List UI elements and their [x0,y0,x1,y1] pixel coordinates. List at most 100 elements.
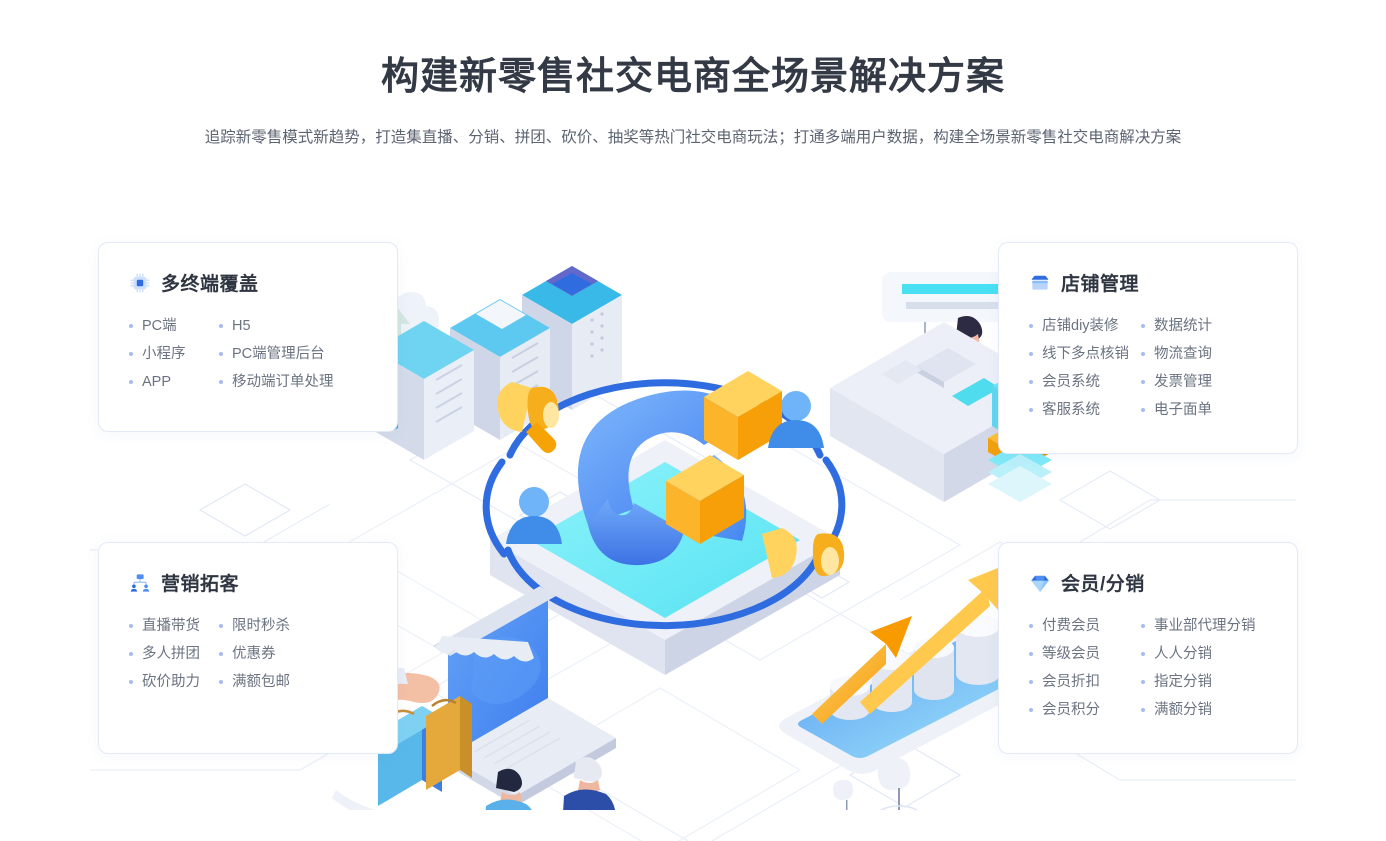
bullet-dot [1141,680,1145,684]
feature-item: 直播带货 [129,612,219,640]
feature-label: 线下多点核销 [1042,346,1129,362]
feature-item: 人人分销 [1141,640,1297,668]
bullet-dot [129,324,133,328]
feature-label: PC端 [142,318,177,334]
feature-list: 店铺diy装修 数据统计 线下多点核销 物流查询 会员系统 发票管理 客服系统 … [999,296,1297,424]
bullet-dot [219,652,223,656]
feature-label: 电子面单 [1154,402,1212,418]
card-header: 会员/分销 [999,543,1297,596]
feature-label: APP [142,374,172,390]
feature-label: 客服系统 [1042,402,1100,418]
bullet-dot [1141,624,1145,628]
feature-item: 会员系统 [1029,368,1141,396]
bullet-dot [1141,708,1145,712]
feature-list: 付费会员 事业部代理分销 等级会员 人人分销 会员折扣 指定分销 会员积分 满额… [999,596,1297,724]
feature-label: 店铺diy装修 [1042,318,1119,334]
card-title: 营销拓客 [161,574,240,595]
feature-label: 事业部代理分销 [1154,618,1256,634]
card-header: 营销拓客 [99,543,397,596]
feature-label: 满额包邮 [232,674,290,690]
bullet-dot [1141,380,1145,384]
megaphone [497,382,559,453]
card-membership-distribution[interactable]: 会员/分销 付费会员 事业部代理分销 等级会员 人人分销 会员折扣 指定分销 会… [998,542,1298,754]
bullet-dot [1141,408,1145,412]
bullet-dot [1029,352,1033,356]
bullet-dot [1029,324,1033,328]
feature-label: 限时秒杀 [232,618,290,634]
feature-label: 会员系统 [1042,374,1100,390]
feature-list: PC端 H5 小程序 PC端管理后台 APP 移动端订单处理 [99,296,397,396]
feature-label: 多人拼团 [142,646,200,662]
bullet-dot [1141,352,1145,356]
feature-label: H5 [232,318,251,334]
bullet-dot [219,352,223,356]
feature-item: H5 [219,312,397,340]
handshake-people [485,757,616,810]
bullet-dot [1029,624,1033,628]
card-multi-terminal[interactable]: 多终端覆盖 PC端 H5 小程序 PC端管理后台 APP 移动端订单处理 [98,242,398,432]
feature-label: PC端管理后台 [232,346,325,362]
feature-label: 物流查询 [1154,346,1212,362]
feature-item: 客服系统 [1029,396,1141,424]
feature-item: 数据统计 [1141,312,1297,340]
feature-label: 会员积分 [1042,702,1100,718]
feature-label: 砍价助力 [142,674,200,690]
feature-item: PC端管理后台 [219,340,397,368]
card-header: 店铺管理 [999,243,1297,296]
feature-item: PC端 [129,312,219,340]
feature-label: 优惠券 [232,646,276,662]
feature-list: 直播带货 限时秒杀 多人拼团 优惠券 砍价助力 满额包邮 [99,596,397,696]
feature-item: 会员积分 [1029,696,1141,724]
feature-item: 移动端订单处理 [219,368,397,396]
bullet-dot [129,380,133,384]
feature-item: 砍价助力 [129,668,219,696]
bullet-dot [1029,380,1033,384]
feature-item: 物流查询 [1141,340,1297,368]
feature-label: 会员折扣 [1042,674,1100,690]
feature-item: 指定分销 [1141,668,1297,696]
card-title: 店铺管理 [1061,274,1140,295]
shop-icon [1031,275,1049,290]
feature-item: 电子面单 [1141,396,1297,424]
bullet-dot [1029,652,1033,656]
bullet-dot [219,324,223,328]
feature-item: 事业部代理分销 [1141,612,1297,640]
card-header: 多终端覆盖 [99,243,397,296]
feature-item: 店铺diy装修 [1029,312,1141,340]
feature-label: 小程序 [142,346,186,362]
bullet-dot [219,624,223,628]
feature-item: 限时秒杀 [219,612,397,640]
feature-item: 等级会员 [1029,640,1141,668]
feature-item: 满额包邮 [219,668,397,696]
diamond-icon [1031,575,1049,592]
server-rack [374,266,622,460]
user-avatar [506,487,562,544]
people-group-icon [130,573,150,592]
feature-item: 优惠券 [219,640,397,668]
bullet-dot [1141,652,1145,656]
feature-item: 满额分销 [1141,696,1297,724]
feature-label: 发票管理 [1154,374,1212,390]
card-title: 会员/分销 [1061,574,1145,595]
chip-icon [130,273,150,292]
bullet-dot [1029,708,1033,712]
feature-label: 直播带货 [142,618,200,634]
card-title: 多终端覆盖 [161,274,259,295]
bullet-dot [129,680,133,684]
bullet-dot [129,352,133,356]
central-illustration [332,266,1058,810]
feature-item: APP [129,368,219,396]
bullet-dot [219,380,223,384]
bullet-dot [219,680,223,684]
feature-label: 等级会员 [1042,646,1100,662]
feature-item: 发票管理 [1141,368,1297,396]
feature-label: 付费会员 [1042,618,1100,634]
page-subtitle: 追踪新零售模式新趋势，打造集直播、分销、拼团、砍价、抽奖等热门社交电商玩法；打通… [204,129,1182,146]
bullet-dot [1029,408,1033,412]
card-marketing[interactable]: 营销拓客 直播带货 限时秒杀 多人拼团 优惠券 砍价助力 满额包邮 [98,542,398,754]
bullet-dot [1141,324,1145,328]
card-store-management[interactable]: 店铺管理 店铺diy装修 数据统计 线下多点核销 物流查询 会员系统 发票管理 … [998,242,1298,454]
feature-item: 会员折扣 [1029,668,1141,696]
feature-label: 指定分销 [1154,674,1212,690]
